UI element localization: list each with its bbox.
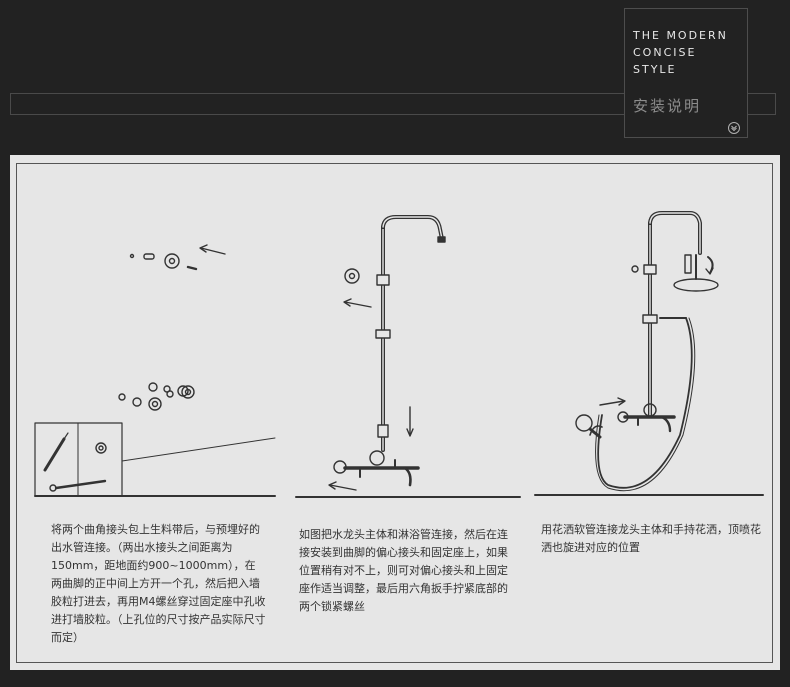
instructions-panel: 将两个曲角接头包上生料带后，与预埋好的出水管连接。（两出水接头之间距离为150m… [10, 155, 780, 670]
installation-illustrations [34, 211, 764, 498]
step-3-illustration [534, 211, 764, 496]
brand-line-1: THE MODERN [633, 29, 728, 42]
step-2-text: 如图把水龙头主体和淋浴管连接，然后在连接安装到曲脚的偏心接头和固定座上，如果位置… [299, 528, 508, 613]
header-bar [10, 93, 776, 115]
page-title: 安装说明 [633, 97, 702, 115]
brand-line-2: CONCISE [633, 46, 697, 59]
brand-box: THE MODERN CONCISE STYLE 安装说明 [624, 8, 748, 138]
brand-line-3: STYLE [633, 63, 677, 76]
step-2-illustration [295, 215, 521, 498]
step-1-text: 将两个曲角接头包上生料带后，与预埋好的出水管连接。（两出水接头之间距离为150m… [51, 523, 266, 644]
step-3-text: 用花洒软管连接龙头主体和手持花洒，顶喷花洒也旋进对应的位置 [541, 523, 761, 554]
chevron-down-circle-icon[interactable] [728, 122, 740, 134]
instructions-frame [16, 163, 773, 663]
step-1-illustration [34, 244, 276, 497]
